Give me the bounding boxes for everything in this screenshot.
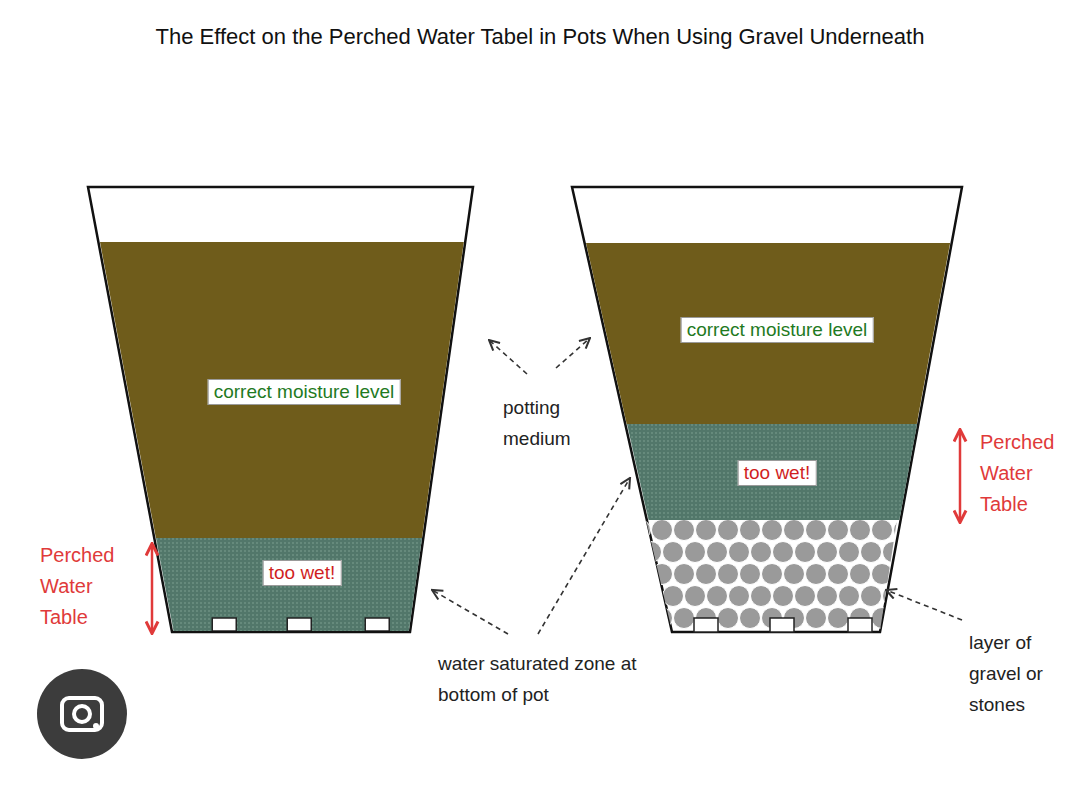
drainage-holes	[694, 618, 872, 632]
moisture-band: correct moisture level	[100, 242, 464, 538]
left-pot	[88, 187, 473, 632]
perched-water-table-label: Perched Water Table	[40, 540, 132, 633]
saturated-band: too wet!	[627, 424, 917, 520]
gravel-layer-label: layer of gravel or stones	[969, 627, 1061, 720]
band-label: correct moisture level	[681, 317, 874, 343]
moisture-band: correct moisture level	[586, 243, 950, 424]
perched-water-table-label: Perched Water Table	[980, 427, 1076, 520]
saturated-band: too wet!	[156, 538, 422, 631]
band-label: too wet!	[738, 460, 817, 486]
band-label: correct moisture level	[208, 379, 401, 405]
band-label: too wet!	[263, 560, 342, 586]
diagram-title: The Effect on the Perched Water Tabel in…	[0, 24, 1080, 50]
potting-medium-label: potting medium	[503, 392, 593, 454]
right-pot	[572, 187, 962, 632]
gravel-layer	[630, 520, 915, 629]
lens-icon	[37, 669, 127, 759]
saturated-zone-label: water saturated zone at bottom of pot	[438, 648, 670, 710]
